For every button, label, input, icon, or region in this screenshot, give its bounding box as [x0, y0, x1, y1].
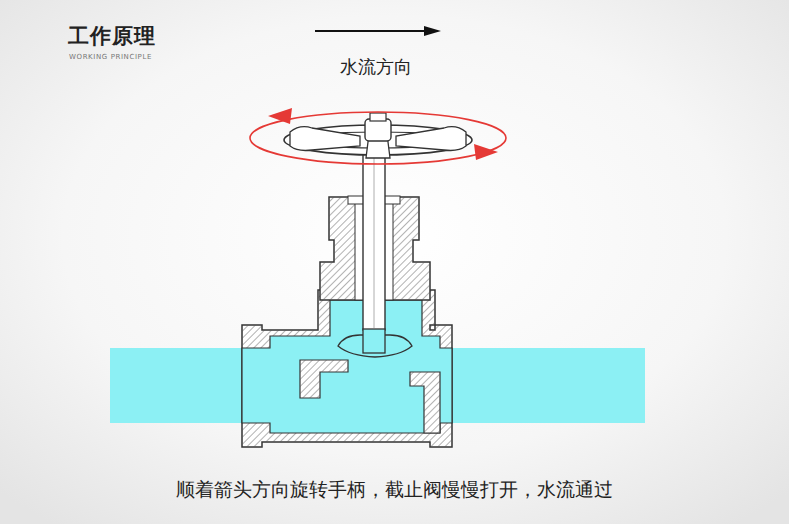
valve-body [242, 290, 452, 447]
flow-direction-label: 水流方向 [340, 56, 412, 78]
stem-centerline [374, 150, 375, 328]
flow-arrow-head [424, 26, 441, 36]
body-cavity-water [242, 300, 452, 433]
disc-holder [363, 329, 385, 353]
rotation-arrowhead [474, 144, 498, 160]
rotation-arrowhead [268, 108, 292, 124]
caption: 顺着箭头方向旋转手柄，截止阀慢慢打开，水流通过 [176, 478, 613, 501]
valve-stem [363, 148, 385, 330]
hub-nut [370, 113, 386, 121]
title: 工作原理 [68, 24, 156, 49]
seat-wall-left [300, 360, 348, 398]
handwheel-hub [365, 119, 391, 141]
seat-wall-right-hatch [410, 372, 440, 433]
seat-wall-left-hatch [300, 360, 348, 398]
valve-body-hatch [242, 290, 452, 447]
subtitle: WORKING PRINCIPLE [69, 53, 152, 61]
seat-wall-right [410, 372, 440, 433]
handwheel-spoke [290, 127, 360, 151]
handwheel-spoke [396, 127, 466, 151]
flow-arrow-line [315, 30, 426, 32]
